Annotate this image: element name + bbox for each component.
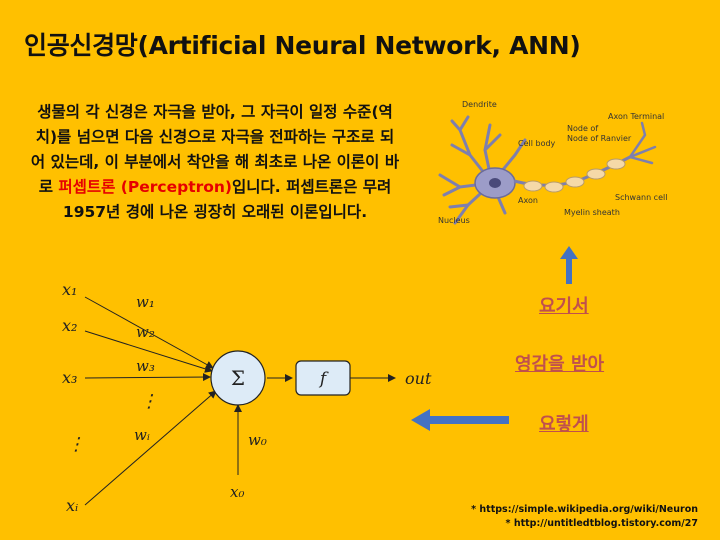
description-text-before: 생물의 각 신경은 자극을 받아, 그 자극이 일정 수준(역치)를 넘으면 다… [30, 103, 400, 196]
label-myelin-sheath: Myelin sheath [564, 208, 620, 217]
edge-x2 [84, 330, 213, 373]
input-label-3: x₃ [62, 368, 77, 387]
edge-x3 [84, 373, 211, 382]
label-axon: Axon [518, 196, 538, 205]
references: * https://simple.wikipedia.org/wiki/Neur… [471, 503, 698, 531]
description-text-after: 입니다. 퍼셉트론은 무려 1957년 경에 나온 굉장히 오래된 이론입니다. [62, 178, 392, 221]
weight-ellipsis: ⋮ [140, 391, 158, 412]
weight-label-2: w₂ [136, 323, 155, 341]
edge-xi [84, 390, 217, 506]
input-label-2: x₂ [62, 316, 77, 335]
activation-label: f [318, 369, 329, 389]
perceptron-highlight: 퍼셉트론 (Perceptron) [58, 178, 233, 196]
side-label-like-this: 요렇게 [539, 414, 589, 435]
label-schwann-cell: Schwann cell [615, 193, 667, 202]
weight-label-i: wᵢ [134, 426, 150, 444]
bias-input-label: x₀ [230, 483, 244, 501]
input-label-i: xᵢ [66, 496, 78, 515]
reference-2: * http://untitledtblog.tistory.com/27 [505, 518, 698, 529]
neuron-illustration: Dendrite Cell body Node of Node of Ranvi… [438, 100, 667, 225]
sum-symbol: Σ [231, 366, 245, 390]
description-paragraph: 생물의 각 신경은 자극을 받아, 그 자극이 일정 수준(역치)를 넘으면 다… [30, 100, 400, 225]
bias-weight-label: w₀ [248, 431, 267, 449]
label-cell-body: Cell body [518, 139, 556, 148]
weight-label-1: w₁ [136, 293, 155, 311]
label-node-of-ranvier-1: Node of [567, 124, 598, 133]
label-dendrite: Dendrite [462, 100, 497, 109]
side-label-here: 요기서 [539, 296, 589, 317]
sum-node [210, 350, 266, 406]
up-arrow-icon [560, 246, 578, 284]
perceptron-diagram: Σ f out x₁ x₂ x₃ ⋮ xᵢ w₁ w₂ w₃ ⋮ wᵢ w₀ x… [62, 280, 432, 515]
weight-label-3: w₃ [136, 357, 155, 375]
page-title: 인공신경망(Artificial Neural Network, ANN) [24, 31, 581, 60]
left-arrow-icon [411, 409, 509, 431]
label-nucleus: Nucleus [438, 216, 470, 225]
side-label-inspired: 영감을 받아 [515, 354, 605, 375]
myelin-sheath-shape [523, 158, 626, 193]
output-label: out [405, 369, 432, 388]
input-label-1: x₁ [62, 280, 77, 299]
reference-1: * https://simple.wikipedia.org/wiki/Neur… [471, 504, 698, 515]
dendrites-shape [438, 115, 527, 225]
label-node-of-ranvier: Node of Ranvier [567, 134, 632, 143]
label-axon-terminal: Axon Terminal [608, 112, 664, 121]
edge-x1 [84, 296, 214, 369]
activation-box [295, 360, 351, 396]
input-ellipsis: ⋮ [67, 434, 85, 455]
nucleus-shape [489, 178, 501, 188]
axon-terminal-shape [628, 121, 657, 165]
neuron-drawing: Dendrite Cell body Node of Node of Ranvi… [438, 100, 667, 225]
